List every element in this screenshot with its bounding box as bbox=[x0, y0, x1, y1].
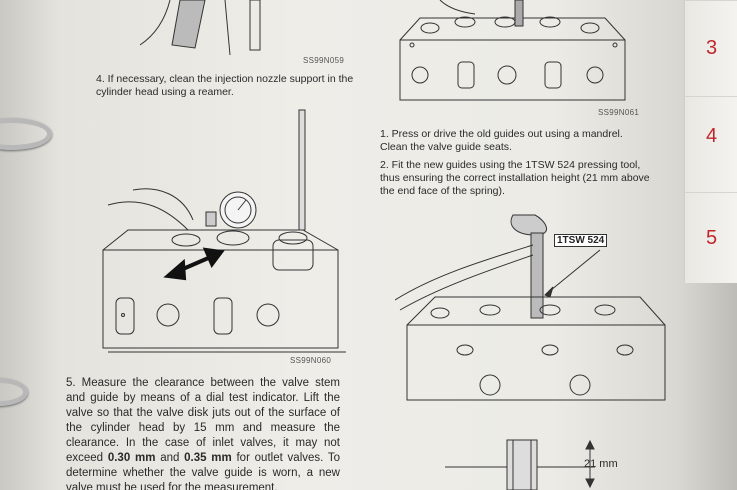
figure-code-ss99n059: SS99N059 bbox=[303, 56, 345, 65]
step4-text: 4. If necessary, clean the injection noz… bbox=[96, 73, 354, 98]
step5-text: 5. Measure the clearance between the val… bbox=[66, 376, 340, 490]
binder-ring-top bbox=[0, 118, 52, 150]
index-tab-3-label: 3 bbox=[705, 37, 718, 59]
step5-inlet-limit: 0.30 mm bbox=[107, 452, 156, 464]
figure-cylinder-head-top bbox=[399, 0, 626, 101]
index-tab-5-label: 5 bbox=[705, 227, 718, 249]
index-tab-5[interactable]: 5 bbox=[684, 192, 737, 283]
step5-part1: 5. Measure the clearance between the val… bbox=[66, 377, 340, 464]
step5-part3: for outlet valves. To determine whether … bbox=[66, 452, 341, 490]
step2-text: 2. Fit the new guides using the 1TSW 524… bbox=[380, 159, 650, 197]
index-tab-4-label: 4 bbox=[705, 125, 718, 147]
figure-code-ss99n060: SS99N060 bbox=[290, 356, 332, 365]
binder-ring-bottom bbox=[0, 378, 28, 406]
step1-text: 1. Press or drive the old guides out usi… bbox=[380, 128, 623, 153]
dimension-label: 21 mm bbox=[584, 458, 618, 470]
figure-code-ss99n061: SS99N061 bbox=[598, 108, 640, 117]
figure-nozzle-reamer bbox=[139, 0, 261, 56]
step5-part2: and bbox=[155, 452, 185, 464]
step5-outlet-limit: 0.35 mm bbox=[184, 452, 232, 464]
figure-dial-test-indicator bbox=[102, 109, 346, 353]
index-tab-3[interactable]: 3 bbox=[684, 0, 737, 97]
figure-pressing-tool bbox=[395, 214, 666, 490]
tool-label-1tsw524: 1TSW 524 bbox=[554, 234, 608, 247]
index-tab-4[interactable]: 4 bbox=[684, 96, 737, 193]
